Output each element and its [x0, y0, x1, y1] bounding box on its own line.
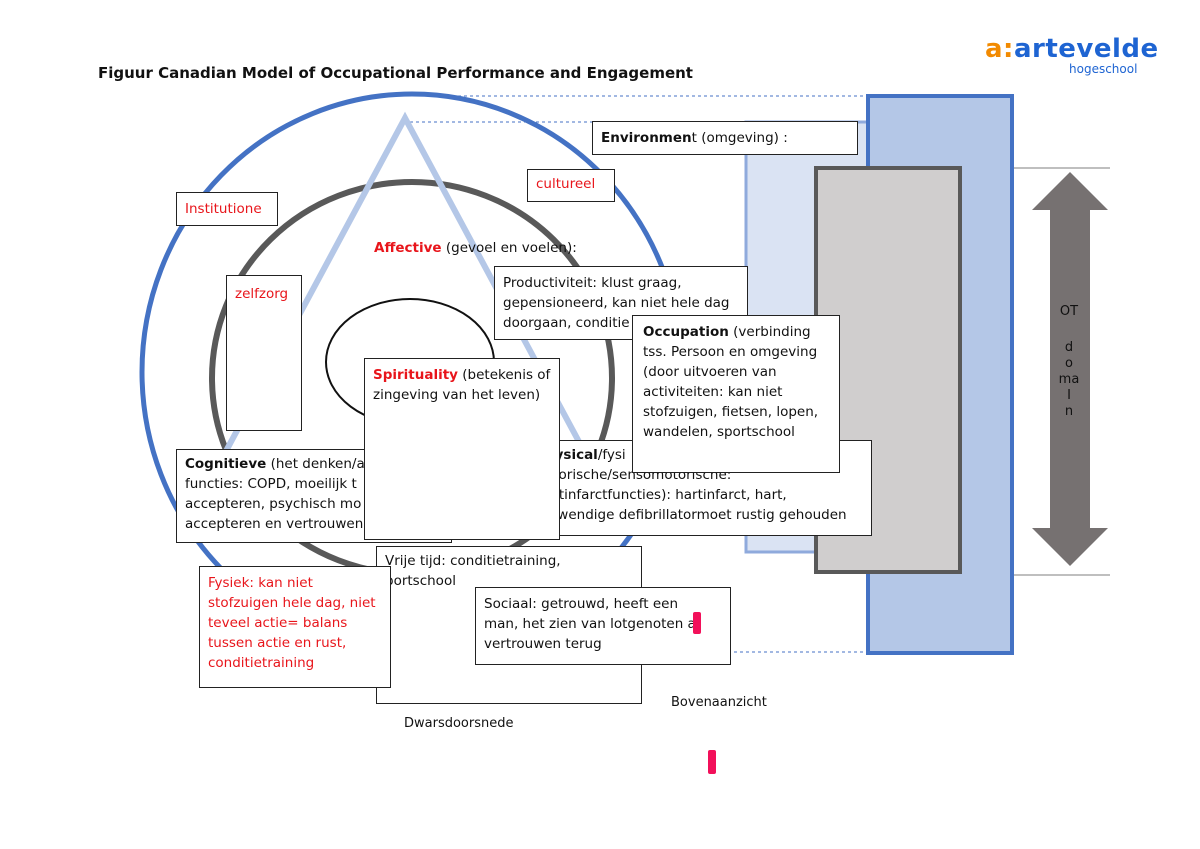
cognitieve-label-rest: (het denken/a: [266, 456, 365, 472]
occupation-box: Occupation (verbinding tss. Persoon en o…: [632, 315, 840, 473]
occupation-line-6: wandelen, sportschool: [643, 424, 795, 440]
environment-box: Environment (omgeving) :: [592, 121, 858, 155]
ot-label: OT: [1059, 304, 1079, 319]
ot-domain-label: OT d o ma I n: [1054, 304, 1084, 420]
occupation-line-2: tss. Persoon en omgeving: [643, 344, 818, 360]
environment-label-bold: Environmen: [601, 130, 692, 146]
ot-letter-n: n: [1064, 404, 1074, 419]
affective-label-rest: (gevoel en voelen):: [441, 240, 577, 256]
affective-label-red: Affective: [374, 240, 442, 256]
fysiek-line-4: tussen actie en rust,: [208, 635, 347, 651]
artevelde-logo: a:artevelde hogeschool: [985, 34, 1159, 76]
physical-line-4: inwendige defibrillatormoet rustig gehou…: [545, 507, 847, 523]
cognitieve-label-bold: Cognitieve: [185, 456, 267, 472]
ot-domain-arrow: [1032, 172, 1108, 566]
institutione-box: Institutione: [176, 192, 278, 226]
ot-letter-i: I: [1067, 388, 1071, 403]
zelfzorg-box: zelfzorg: [226, 275, 302, 431]
cognitieve-line-2: functies: COPD, moeilijk t: [185, 476, 357, 492]
pink-mark-2: [708, 750, 716, 774]
vrije-tijd-line-1: Vrije tijd: conditietraining,: [385, 553, 561, 569]
figure-title: Figuur Canadian Model of Occupational Pe…: [98, 64, 693, 82]
physical-label-rest: /fysi: [597, 447, 626, 463]
occupation-line-5: stofzuigen, fietsen, lopen,: [643, 404, 819, 420]
ot-letter-o: o: [1065, 356, 1073, 371]
sociaal-line-2: man, het zien van lotgenoten af: [484, 616, 701, 632]
affective-label: Affective (gevoel en voelen):: [374, 240, 577, 256]
sociaal-box: Sociaal: getrouwd, heeft een man, het zi…: [475, 587, 731, 665]
occupation-line-4: activiteiten: kan niet: [643, 384, 783, 400]
logo-mark: a:: [985, 34, 1014, 64]
vrije-tijd-line-2: portschool: [385, 573, 456, 589]
logo-sub: hogeschool: [1069, 62, 1138, 76]
productiviteit-line-3: doorgaan, conditie: [503, 315, 630, 331]
ot-letter-d: d: [1064, 340, 1074, 355]
cognitieve-line-4: accepteren en vertrouwen hebben: [185, 516, 419, 532]
fysiek-line-2: stofzuigen hele dag, niet: [208, 595, 376, 611]
sociaal-line-1: Sociaal: getrouwd, heeft een: [484, 596, 679, 612]
sociaal-line-3: vertrouwen terug: [484, 636, 602, 652]
spirituality-label-red: Spirituality: [373, 367, 458, 383]
productiviteit-line-1: Productiviteit: klust graag,: [503, 275, 682, 291]
fysiek-line-5: conditietraining: [208, 655, 315, 671]
spirituality-line-1: (betekenis of: [457, 367, 551, 383]
occupation-label-bold: Occupation: [643, 324, 729, 340]
bovenaanzicht-caption: Bovenaanzicht: [671, 695, 767, 710]
cultureel-label: cultureel: [536, 176, 596, 192]
physical-line-3: artinfarctfuncties): hartinfarct, hart,: [545, 487, 787, 503]
fysiek-line-3: teveel actie= balans: [208, 615, 348, 631]
institutione-label: Institutione: [185, 201, 262, 217]
spirituality-line-2: zingeving van het leven): [373, 387, 541, 403]
fysiek-line-1: Fysiek: kan niet: [208, 575, 313, 591]
logo-name: artevelde: [1013, 34, 1159, 64]
occupation-line-1: (verbinding: [728, 324, 811, 340]
dwarsdoorsnede-caption: Dwarsdoorsnede: [404, 716, 514, 731]
productiviteit-line-2: gepensioneerd, kan niet hele dag: [503, 295, 730, 311]
ot-letter-ma: ma: [1058, 372, 1080, 387]
fysiek-box: Fysiek: kan niet stofzuigen hele dag, ni…: [199, 566, 391, 688]
environment-label-rest: t (omgeving) :: [691, 130, 788, 146]
pink-mark-overlay: [693, 612, 701, 634]
cultureel-box: cultureel: [527, 169, 615, 202]
zelfzorg-label: zelfzorg: [235, 286, 289, 302]
occupation-line-3: (door uitvoeren van: [643, 364, 777, 380]
spirituality-box: Spirituality (betekenis of zingeving van…: [364, 358, 560, 540]
cognitieve-line-3: accepteren, psychisch mo: [185, 496, 362, 512]
